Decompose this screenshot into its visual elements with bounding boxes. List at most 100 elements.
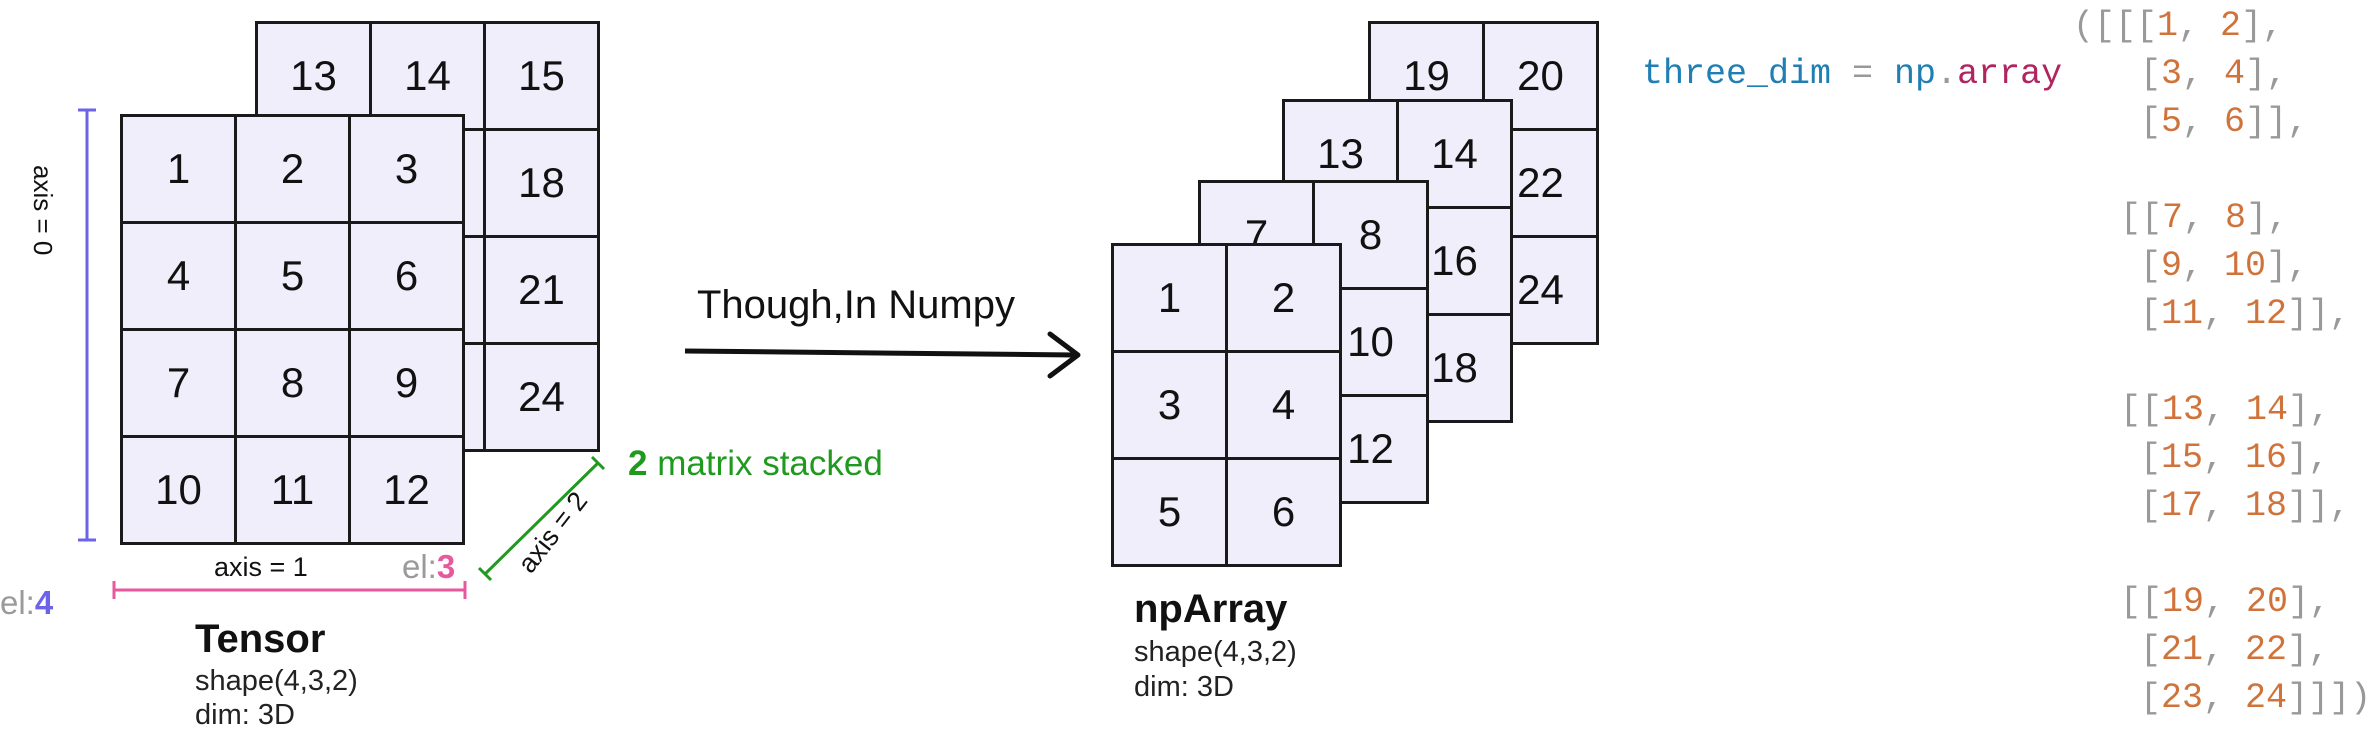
axis1-label: axis = 1 xyxy=(214,552,308,582)
code-number: 11 xyxy=(2161,294,2204,334)
code-line: [21, 22], xyxy=(2140,626,2329,674)
el-prefix: el: xyxy=(0,584,35,621)
code-bracket-close: ]], xyxy=(2287,486,2351,526)
code-line: [15, 16], xyxy=(2140,434,2329,482)
code-number: 10 xyxy=(2224,246,2267,286)
code-bracket-close: ]], xyxy=(2245,102,2309,142)
code-bracket-open: [ xyxy=(2140,54,2162,94)
code-dot: . xyxy=(1936,54,1958,94)
code-bracket-close: ]]]) xyxy=(2287,678,2372,718)
matrix-cell: 24 xyxy=(483,342,600,452)
nparray-shape: shape(4,3,2) xyxy=(1134,636,1297,668)
matrix-cell: 1 xyxy=(120,114,237,224)
matrix-cell: 2 xyxy=(1225,243,1342,353)
matrix-cell: 12 xyxy=(348,435,465,545)
matrix-cell: 3 xyxy=(1111,350,1228,460)
code-sep: , xyxy=(2182,246,2225,286)
code-sep: , xyxy=(2203,438,2246,478)
code-number: 13 xyxy=(2162,390,2205,430)
axis0-label: axis = 0 xyxy=(28,165,58,256)
code-number: 9 xyxy=(2161,246,2183,286)
tensor-shape: shape(4,3,2) xyxy=(195,665,358,697)
code-sep: , xyxy=(2183,198,2226,238)
code-bracket-open: ([[[ xyxy=(2073,6,2158,46)
code-bracket-open: [ xyxy=(2140,678,2162,718)
matrix-cell: 5 xyxy=(1111,457,1228,567)
code-sep: , xyxy=(2204,582,2247,622)
code-var: three_dim xyxy=(1642,54,1832,94)
code-bracket-close: ]], xyxy=(2287,294,2351,334)
code-bracket-open: [ xyxy=(2140,102,2162,142)
matrix-cell: 6 xyxy=(1225,457,1342,567)
code-number: 12 xyxy=(2245,294,2288,334)
el-count-axis1: el:3 xyxy=(402,548,455,586)
code-bracket-open: [ xyxy=(2140,486,2162,526)
code-number: 22 xyxy=(2245,630,2288,670)
code-number: 6 xyxy=(2224,102,2246,142)
code-line: [[19, 20], xyxy=(2120,578,2330,626)
code-number: 17 xyxy=(2161,486,2204,526)
code-number: 24 xyxy=(2245,678,2288,718)
code-bracket-close: ], xyxy=(2266,246,2309,286)
code-bracket-open: [[ xyxy=(2120,390,2163,430)
code-number: 18 xyxy=(2245,486,2288,526)
code-bracket-open: [ xyxy=(2140,246,2162,286)
code-number: 8 xyxy=(2225,198,2247,238)
code-eq: = xyxy=(1831,54,1895,94)
code-sep: , xyxy=(2178,6,2221,46)
code-line: [[7, 8], xyxy=(2120,194,2288,242)
transition-label: Though,In Numpy xyxy=(697,283,1015,327)
code-line: [23, 24]]]) xyxy=(2140,674,2371,722)
matrix-cell: 6 xyxy=(348,221,465,331)
code-number: 20 xyxy=(2246,582,2289,622)
el-count-axis0: el:4 xyxy=(0,584,53,622)
code-bracket-open: [ xyxy=(2140,438,2162,478)
code-bracket-close: ], xyxy=(2246,198,2289,238)
code-sep: , xyxy=(2182,102,2225,142)
stack-annotation: 2 matrix stacked xyxy=(628,444,883,484)
code-number: 15 xyxy=(2161,438,2204,478)
matrix-cell: 10 xyxy=(120,435,237,545)
nparray-dim: dim: 3D xyxy=(1134,671,1234,703)
matrix-cell: 11 xyxy=(234,435,351,545)
code-line: ([[[1, 2], xyxy=(2073,2,2283,50)
nparray-title: npArray xyxy=(1134,587,1288,631)
axis2-line xyxy=(483,461,600,576)
code-line: [3, 4], xyxy=(2140,50,2287,98)
code-number: 23 xyxy=(2161,678,2204,718)
tensor-dim: dim: 3D xyxy=(195,699,295,731)
code-sep: , xyxy=(2203,630,2246,670)
code-sep: , xyxy=(2182,54,2225,94)
code-func: array xyxy=(1957,54,2063,94)
code-bracket-close: ], xyxy=(2245,54,2288,94)
code-bracket-close: ], xyxy=(2288,582,2331,622)
code-line: [11, 12]], xyxy=(2140,290,2350,338)
code-bracket-close: ], xyxy=(2287,630,2330,670)
matrix-cell: 9 xyxy=(348,328,465,438)
code-number: 7 xyxy=(2162,198,2184,238)
matrix-cell: 3 xyxy=(348,114,465,224)
code-number: 2 xyxy=(2220,6,2242,46)
code-sep: , xyxy=(2203,678,2246,718)
transition-arrow-head xyxy=(1047,331,1081,379)
code-number: 16 xyxy=(2245,438,2288,478)
code-sep: , xyxy=(2204,390,2247,430)
matrix-cell: 15 xyxy=(483,21,600,131)
code-bracket-open: [ xyxy=(2140,630,2162,670)
stack-text: matrix stacked xyxy=(647,444,883,483)
code-number: 1 xyxy=(2157,6,2179,46)
code-bracket-open: [[ xyxy=(2120,582,2163,622)
matrix-cell: 13 xyxy=(255,21,372,131)
code-sep: , xyxy=(2203,486,2246,526)
code-bracket-close: ], xyxy=(2287,438,2330,478)
matrix-cell: 4 xyxy=(1225,350,1342,460)
matrix-cell: 2 xyxy=(234,114,351,224)
code-number: 19 xyxy=(2162,582,2205,622)
stack-count: 2 xyxy=(628,444,648,483)
code-number: 14 xyxy=(2246,390,2289,430)
code-line: [9, 10], xyxy=(2140,242,2308,290)
code-header: three_dim = np.array xyxy=(1642,2,2062,98)
